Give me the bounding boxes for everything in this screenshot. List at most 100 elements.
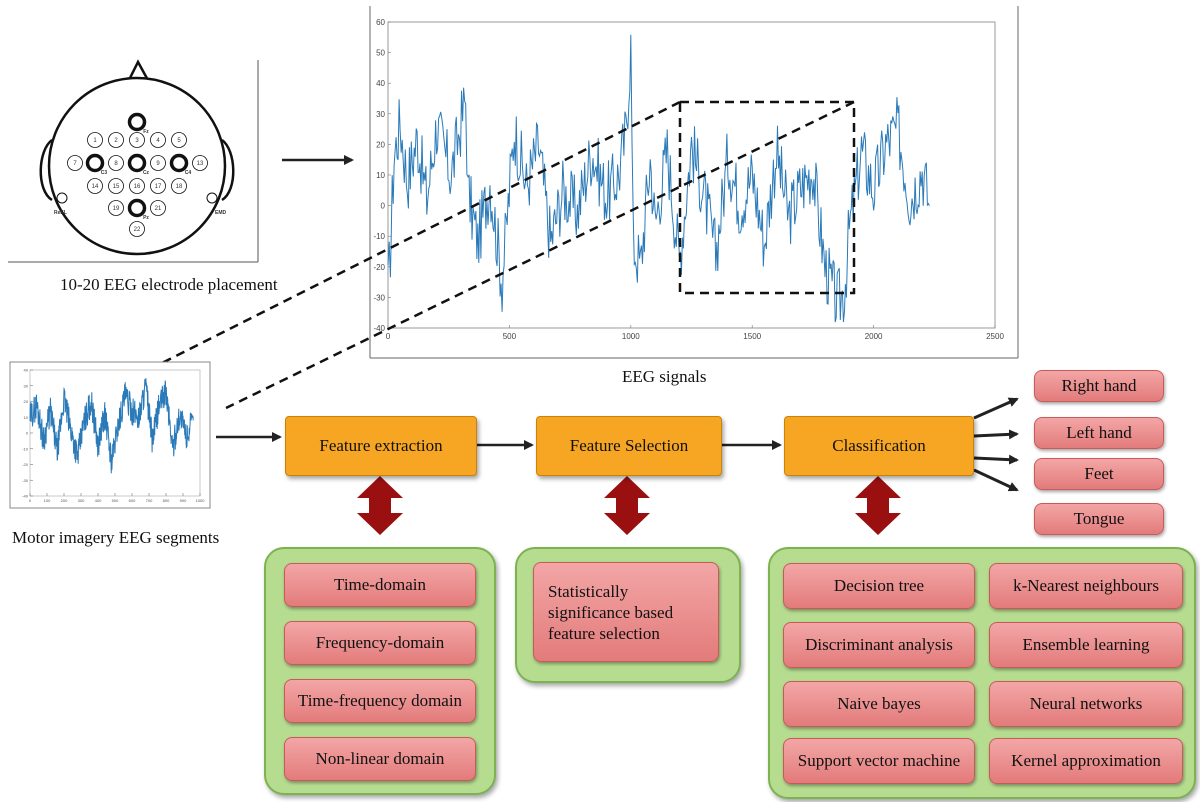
left-ear	[39, 138, 53, 202]
electrode-label: 7	[73, 161, 77, 167]
y-tick-label: 40	[376, 79, 385, 88]
output-right-hand: Right hand	[1034, 370, 1164, 402]
x-tick-label: 0	[29, 498, 32, 503]
x-tick-label: 400	[95, 498, 102, 503]
y-tick-label: 30	[24, 383, 29, 388]
x-tick-label: 600	[129, 498, 136, 503]
output-tongue: Tongue	[1034, 503, 1164, 535]
classifier-support-vector-machine: Support vector machine	[783, 738, 975, 784]
motor-segments-caption: Motor imagery EEG segments	[12, 528, 220, 547]
electrode	[171, 132, 187, 148]
y-tick-label: 60	[376, 18, 385, 27]
classifier-naive-bayes: Naive bayes	[783, 681, 975, 727]
right-ear	[221, 138, 235, 202]
electrode-label: 4	[156, 138, 160, 144]
electrode	[127, 198, 147, 218]
arrow-to-right-hand	[973, 397, 1019, 420]
y-tick-label: -30	[373, 293, 385, 302]
y-tick-label: 20	[24, 399, 29, 404]
y-tick-label: 0	[381, 202, 386, 211]
electrode-label: 3	[135, 138, 139, 144]
bidirectional-arrow-selection	[604, 476, 650, 535]
classifier-ensemble-learning: Ensemble learning	[989, 622, 1183, 668]
x-tick-label: 1000	[622, 332, 640, 341]
eeg-signal-line	[387, 34, 930, 323]
nose-shape	[126, 59, 151, 83]
electrode-label: 1	[93, 138, 97, 144]
electrode	[192, 155, 208, 171]
electrode-label: 8	[114, 161, 118, 167]
y-tick-label: 40	[24, 368, 29, 373]
electrode	[85, 153, 105, 173]
electrode	[150, 200, 166, 216]
y-tick-label: -20	[373, 263, 385, 272]
electrode-label: 17	[155, 184, 162, 190]
electrode-label: 5	[177, 138, 181, 144]
classifier-discriminant-analysis: Discriminant analysis	[783, 622, 975, 668]
y-tick-label: -30	[22, 478, 29, 483]
right-reference-electrode	[206, 192, 218, 204]
classifier-kernel-approximation: Kernel approximation	[989, 738, 1183, 784]
method-time-domain: Time-domain	[284, 563, 476, 607]
y-tick-label: -10	[22, 446, 29, 451]
electrode	[108, 178, 124, 194]
x-tick-label: 1500	[743, 332, 761, 341]
electrode-label: 16	[134, 184, 141, 190]
arrow-to-left-hand	[973, 429, 1019, 440]
left-reference-label: ReEL	[54, 210, 67, 216]
electrode	[108, 200, 124, 216]
electrode-label: 13	[197, 161, 204, 167]
x-tick-label: 1000	[196, 498, 206, 503]
y-tick-label: 10	[376, 171, 385, 180]
electrode	[129, 178, 145, 194]
electrode	[129, 221, 145, 237]
motor-segment-line	[29, 378, 194, 474]
zoom-selection-box	[678, 100, 856, 295]
electrode-label: 9	[156, 161, 160, 167]
electrode-label: 2	[114, 138, 118, 144]
electrode	[129, 132, 145, 148]
feature-selection-box: Feature Selection	[536, 416, 722, 476]
bidirectional-arrow-extraction	[357, 476, 403, 535]
projection-line-top	[159, 100, 681, 366]
x-tick-label: 0	[386, 332, 391, 341]
electrode	[127, 153, 147, 173]
electrode-label: 18	[176, 184, 183, 190]
projection-line-bottom	[225, 100, 855, 410]
feature-extraction-box: Feature extraction	[285, 416, 477, 476]
electrode-label: C3	[101, 170, 108, 176]
electrode-placement-caption: 10-20 EEG electrode placement	[60, 275, 278, 294]
bidirectional-arrow-classification	[855, 476, 901, 535]
electrode-label: Cz	[143, 170, 150, 176]
right-reference-label: EMD	[215, 210, 227, 216]
y-tick-label: 10	[24, 415, 29, 420]
electrode-label: Fz	[143, 129, 149, 135]
electrode	[87, 178, 103, 194]
x-tick-label: 700	[146, 498, 153, 503]
eeg-signals-caption: EEG signals	[622, 367, 707, 386]
electrode	[108, 155, 124, 171]
electrode	[169, 153, 189, 173]
x-tick-label: 500	[503, 332, 517, 341]
y-tick-label: -40	[373, 324, 385, 333]
x-tick-label: 300	[78, 498, 85, 503]
classifier-decision-tree: Decision tree	[783, 563, 975, 609]
y-tick-label: -20	[22, 462, 29, 467]
plot-area	[387, 21, 996, 329]
x-tick-label: 2000	[865, 332, 883, 341]
electrode-label: 15	[113, 184, 120, 190]
electrode	[150, 155, 166, 171]
x-tick-label: 500	[112, 498, 119, 503]
classifier-neural-networks: Neural networks	[989, 681, 1183, 727]
y-tick-label: 20	[376, 140, 385, 149]
x-tick-label: 100	[44, 498, 51, 503]
electrode-label: 14	[92, 184, 99, 190]
classifier-k-nearest-neighbours: k-Nearest neighbours	[989, 563, 1183, 609]
x-tick-label: 900	[180, 498, 187, 503]
electrode	[171, 178, 187, 194]
